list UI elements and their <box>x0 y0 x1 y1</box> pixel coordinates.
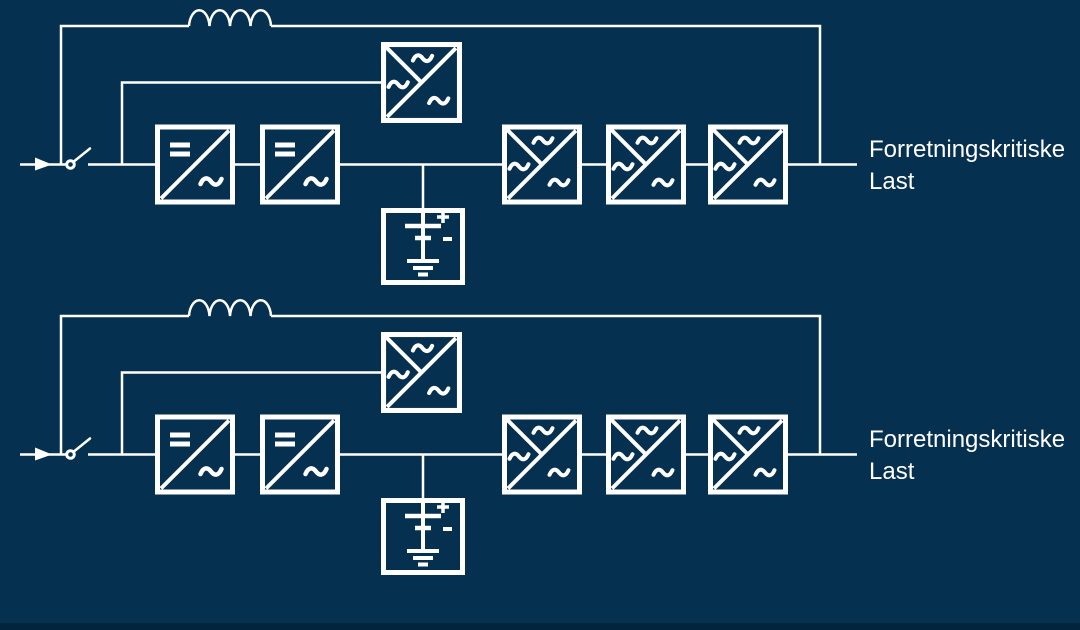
inductor-icon <box>187 299 273 317</box>
load-label-line2: Last <box>869 458 915 485</box>
load-label-circuit-1: Forretningskritiske Last <box>869 134 1074 198</box>
load-label-line2: Last <box>869 168 915 195</box>
input-arrow-icon <box>35 157 52 171</box>
bypass-converter-icon <box>384 335 460 411</box>
ac-converter-icon-3 <box>711 417 786 492</box>
ac-converter-icon-2 <box>609 417 684 492</box>
inverter-converter-icon <box>263 127 338 202</box>
ups-circuit-1 <box>20 9 857 283</box>
ups-circuit-2 <box>20 299 857 573</box>
battery-icon <box>384 208 463 283</box>
input-arrow-icon <box>35 447 52 461</box>
load-label-line1: Forretningskritiske <box>869 426 1066 453</box>
disconnect-switch-icon <box>65 147 92 170</box>
ac-converter-icon-2 <box>609 127 684 202</box>
inverter-converter-icon <box>263 417 338 492</box>
bypass-converter-icon <box>384 45 460 121</box>
disconnect-switch-icon <box>65 437 92 460</box>
bottom-edge-strip <box>0 623 1080 630</box>
load-label-line1: Forretningskritiske <box>869 136 1066 163</box>
ac-converter-icon-1 <box>505 417 580 492</box>
battery-icon <box>384 498 463 573</box>
rectifier-converter-icon <box>158 417 233 492</box>
inductor-icon <box>187 9 273 27</box>
rectifier-converter-icon <box>158 127 233 202</box>
ac-converter-icon-3 <box>711 127 786 202</box>
load-label-circuit-2: Forretningskritiske Last <box>869 424 1074 488</box>
ac-converter-icon-1 <box>505 127 580 202</box>
